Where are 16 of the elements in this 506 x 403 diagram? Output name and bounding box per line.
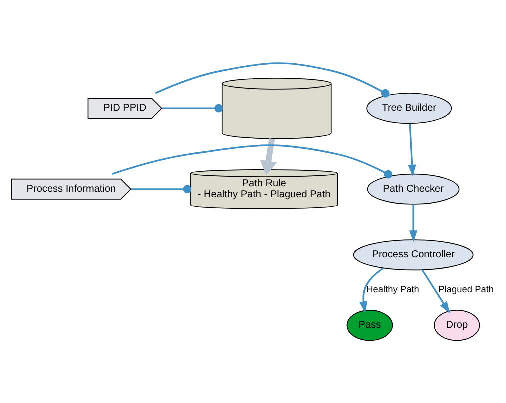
arrow [408,123,416,176]
node-ellipse: Path Checker [367,173,460,204]
node-ellipse: Drop [434,310,480,341]
connector [131,184,192,194]
connector [162,104,224,112]
arrow [360,267,384,313]
connector [155,62,390,98]
edge-label: Healthy Path [366,284,420,294]
edge-label: Plagued Path [438,284,494,294]
node-ellipse: Tree Builder [366,92,452,124]
arrow [260,138,278,175]
arrow [422,269,450,314]
connector [112,144,393,178]
node-ellipse: Pass [346,310,394,341]
node-ellipse: Process Controller [353,239,474,270]
arrow [409,204,418,242]
